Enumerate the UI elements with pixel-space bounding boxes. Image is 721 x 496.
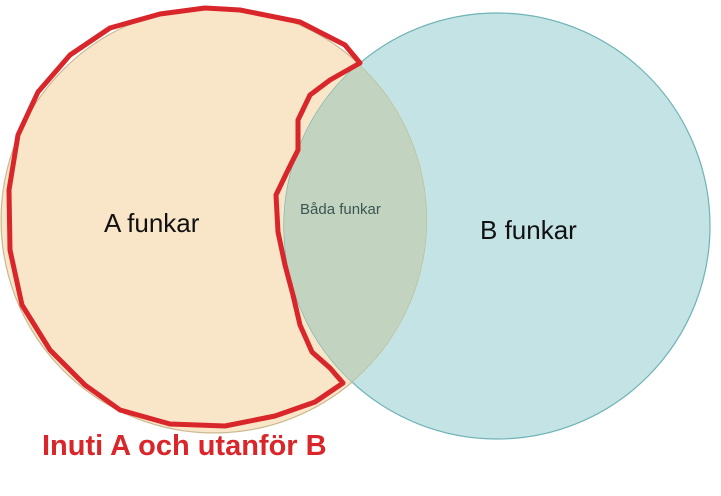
intersection-label: Båda funkar (300, 201, 381, 218)
red-highlight-outline (6, 5, 363, 429)
highlight-caption: Inuti A och utanför B (42, 430, 327, 462)
intersection-region (284, 13, 427, 433)
set-a-label: A funkar (104, 208, 200, 238)
set-b-label: B funkar (480, 215, 577, 245)
